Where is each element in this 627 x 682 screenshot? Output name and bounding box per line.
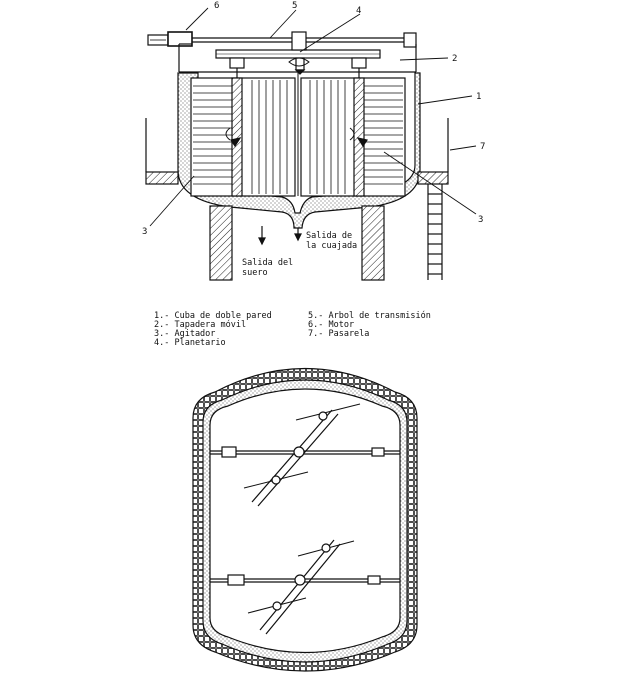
leader-lines — [149, 7, 477, 227]
note-suero-1: Salida del — [242, 258, 293, 268]
motor — [147, 31, 193, 47]
legend-item-2: 2.- Tapadera móvil — [154, 319, 246, 330]
outlet-arrows — [258, 226, 302, 246]
callout-2: 2 — [452, 54, 457, 64]
callout-3-right: 3 — [478, 215, 483, 225]
legend-item-7: 7.- Pasarela — [308, 329, 369, 339]
callouts: 6 5 4 2 1 7 3 3 — [142, 1, 485, 237]
double-wall-vat — [177, 72, 421, 229]
legend-item-5: 5.- Arbol de transmisión — [308, 310, 431, 321]
agitator-lower — [210, 539, 400, 635]
section-view — [145, 7, 477, 281]
vat-inner — [209, 388, 401, 654]
callout-7: 7 — [480, 142, 485, 152]
outlet-notes: Salida de la cuajada Salida del suero — [242, 231, 357, 278]
legend-item-4: 4.- Planetario — [154, 338, 226, 348]
agitator-upper — [210, 403, 400, 507]
walkway-ladder — [427, 184, 443, 280]
note-suero-2: suero — [242, 268, 268, 278]
callout-6: 6 — [214, 1, 219, 11]
support-frame — [145, 118, 449, 281]
plan-view — [192, 367, 418, 672]
callout-3-left: 3 — [142, 227, 147, 237]
callout-4: 4 — [356, 6, 361, 16]
callout-1: 1 — [476, 92, 481, 102]
agitator-right — [300, 77, 406, 197]
legend-item-3: 3.- Agitador — [154, 329, 215, 339]
legend: 1.- Cuba de doble pared 2.- Tapadera móv… — [154, 310, 431, 348]
agitator-left — [190, 77, 296, 197]
note-cuajada-1: Salida de — [306, 231, 352, 241]
callout-5: 5 — [292, 1, 297, 11]
legend-item-6: 6.- Motor — [308, 320, 354, 330]
legend-item-1: 1.- Cuba de doble pared — [154, 311, 272, 321]
note-cuajada-2: la cuajada — [306, 241, 357, 251]
planetary-gear — [215, 31, 381, 78]
